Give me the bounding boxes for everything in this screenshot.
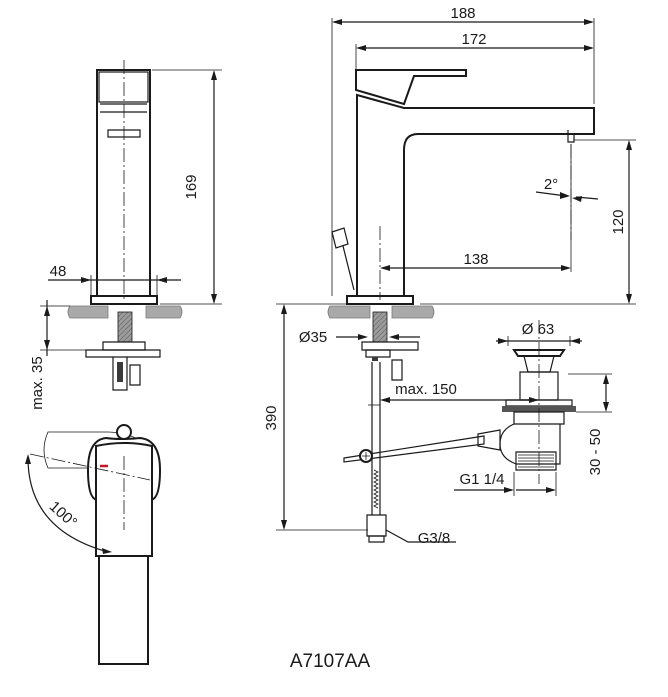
front-view <box>67 60 183 391</box>
dim-supply-thread: G3/8 <box>418 530 451 547</box>
side-view <box>327 69 595 543</box>
top-view: 100° <box>25 424 162 665</box>
dim-hole-diameter: Ø35 <box>299 329 327 346</box>
dim-waste-range: 30 - 50 <box>587 429 604 476</box>
dim-swivel-angle: 100° <box>46 498 80 531</box>
dim-waste-thread: G1 1/4 <box>459 471 504 488</box>
product-code: A7107AA <box>290 651 371 672</box>
dim-waste-diameter: Ø 63 <box>522 321 555 338</box>
dim-spout-reach: 138 <box>463 251 488 268</box>
dim-base-width: 48 <box>50 263 67 280</box>
dim-spout-length: 172 <box>461 31 486 48</box>
dim-total-height: 390 <box>263 405 280 430</box>
dim-spout-height: 120 <box>610 209 627 234</box>
dim-height: 169 <box>183 174 200 199</box>
dim-max-thickness: max. 35 <box>29 356 46 409</box>
dim-spout-angle: 2° <box>544 176 558 193</box>
dim-pullrod-max: max. 150 <box>395 381 457 398</box>
side-dimensions: 188 172 120 138 2° 390 Ø35 max. 150 <box>263 5 636 547</box>
front-dimensions: 169 48 max. 35 <box>29 69 222 410</box>
dim-overall-length: 188 <box>450 5 475 22</box>
